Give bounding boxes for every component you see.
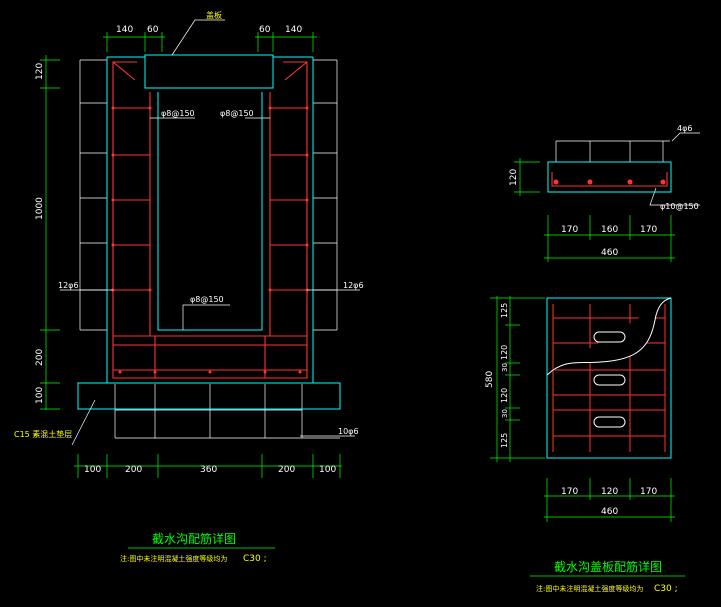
- left-texts: 140 60 60 140 盖板 φ8@150 φ8@150 φ8@150 12…: [14, 10, 364, 564]
- dim-plan-l3: 30: [501, 363, 509, 372]
- dim-top-2: 60: [147, 25, 159, 35]
- right-grade: C30 ;: [654, 584, 678, 594]
- dim-plan-l5: 30: [501, 409, 509, 418]
- dim-top-3: 60: [259, 25, 271, 35]
- left-grade: C30 ;: [243, 554, 267, 564]
- dim-left-2: 1000: [35, 197, 45, 220]
- label-cover: 盖板: [206, 10, 222, 20]
- dim-top-1: 140: [116, 25, 133, 35]
- dim-left-3: 200: [35, 349, 45, 366]
- label-rebar-top-left: φ8@150: [161, 109, 195, 118]
- leaders: [60, 19, 360, 446]
- dim-left-1: 120: [35, 63, 45, 80]
- right-note: 注:图中未注明混凝土强度等级均为: [536, 584, 643, 593]
- left-title: 截水沟配筋详图: [152, 531, 236, 546]
- dim-section-w3: 170: [640, 225, 657, 235]
- dim-plan-total: 460: [601, 507, 618, 517]
- cover-plan: 580 125 120 30 120 30 125 170 120 170 46…: [485, 296, 685, 594]
- dim-plan-w1: 170: [561, 487, 578, 497]
- dim-plan-l6: 125: [500, 433, 509, 448]
- dim-plan-l2: 120: [500, 345, 509, 360]
- dim-plan-l1: 125: [500, 303, 509, 318]
- dim-left-4: 100: [35, 387, 45, 404]
- rebar-dots: [111, 106, 309, 374]
- label-bottom-bars: φ10@150: [660, 202, 699, 211]
- label-top-bars: 4φ6: [677, 124, 692, 133]
- dim-bottom-1: 100: [84, 465, 101, 475]
- right-title: 截水沟盖板配筋详图: [554, 559, 662, 574]
- label-base: C15 素混土垫层: [14, 429, 72, 439]
- trench-section: 140 60 60 140 盖板 φ8@150 φ8@150 φ8@150 12…: [14, 10, 364, 564]
- dim-bottom-5: 100: [319, 465, 336, 475]
- wall-rebar: [112, 61, 308, 379]
- dim-plan-l4: 120: [500, 388, 509, 403]
- label-rebar-top-right: φ8@150: [220, 109, 254, 118]
- dim-bottom-3: 360: [200, 465, 217, 475]
- dim-top-4: 140: [285, 25, 302, 35]
- dim-section-height: 120: [509, 169, 519, 186]
- left-note: 注:图中未注明混凝土强度等级均为: [120, 554, 227, 563]
- label-bars-left: 12φ6: [58, 281, 79, 290]
- label-bars-base: 10φ6: [338, 427, 359, 436]
- dim-plan-total-h: 580: [485, 371, 495, 388]
- dim-section-total: 460: [601, 248, 618, 258]
- concrete-outline: [77, 54, 341, 410]
- dim-section-w1: 170: [561, 225, 578, 235]
- label-bars-right: 12φ6: [343, 281, 364, 290]
- label-rebar-bottom: φ8@150: [190, 295, 224, 304]
- dim-plan-w2: 120: [601, 487, 618, 497]
- dim-section-w2: 160: [601, 225, 618, 235]
- dim-bottom-2: 200: [125, 465, 142, 475]
- dim-bottom-4: 200: [278, 465, 295, 475]
- dimensions: [40, 32, 342, 549]
- outer-grid: [79, 59, 340, 439]
- cover-section: 4φ6 φ10@150 120 170 160 170 460: [509, 124, 700, 262]
- dim-plan-w3: 170: [640, 487, 657, 497]
